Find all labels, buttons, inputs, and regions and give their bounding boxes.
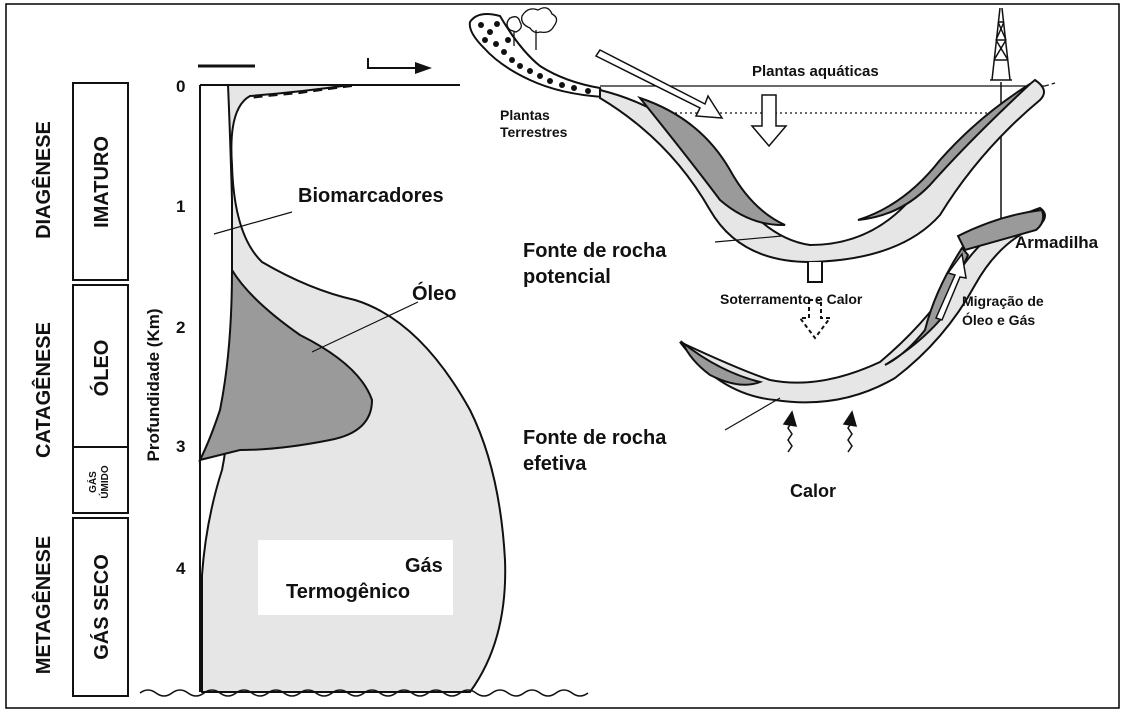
label-fonte-potencial-1: Fonte de rocha	[523, 240, 667, 262]
tick-4: 4	[176, 559, 186, 578]
figure-frame	[6, 4, 1119, 708]
label-oleo-curve: Óleo	[412, 281, 456, 305]
label-biomarcadores: Biomarcadores	[298, 185, 444, 207]
tick-3: 3	[176, 437, 185, 456]
stage-catagenese: CATAGÊNESE	[31, 322, 55, 458]
label-gas-termogenico: Termogênico	[286, 581, 410, 603]
label-fonte-efetiva-1: Fonte de rocha	[523, 427, 667, 449]
label-fonte-potencial-2: potencial	[523, 266, 611, 288]
label-migracao-2: Óleo e Gás	[962, 311, 1035, 328]
tick-0: 0	[176, 77, 185, 96]
zone-gas-umido-1: GÁS	[86, 471, 99, 493]
tick-1: 1	[176, 197, 185, 216]
label-plantas-aquaticas: Plantas aquáticas	[752, 63, 879, 80]
label-fonte-efetiva-2: efetiva	[523, 453, 587, 475]
stage-diagenese: DIAGÊNESE	[31, 121, 55, 239]
label-gas: Gás	[405, 555, 443, 577]
zone-imaturo: IMATURO	[91, 136, 113, 228]
y-axis-label: Profundidade (Km)	[144, 309, 163, 462]
label-armadilha: Armadilha	[1015, 233, 1099, 252]
label-soterramento: Soterramento e Calor	[720, 291, 863, 307]
aquatic-input-arrow	[752, 95, 786, 146]
zone-gas-umido-2: ÚMIDO	[98, 465, 111, 499]
terrestrial-sediment-strip	[470, 14, 603, 97]
tree-icon	[507, 8, 557, 50]
gas-label-box	[258, 540, 453, 615]
label-plantas-terrestres-2: Terrestres	[500, 124, 568, 140]
tick-2: 2	[176, 318, 185, 337]
label-migracao-1: Migração de	[962, 293, 1044, 309]
label-calor: Calor	[790, 481, 836, 501]
zone-oleo: ÓLEO	[89, 340, 113, 397]
zone-gas-seco: GÁS SECO	[90, 554, 113, 660]
stage-metagenese: METAGÊNESE	[31, 536, 55, 675]
heat-arrows	[784, 412, 856, 452]
label-plantas-terrestres-1: Plantas	[500, 107, 550, 123]
